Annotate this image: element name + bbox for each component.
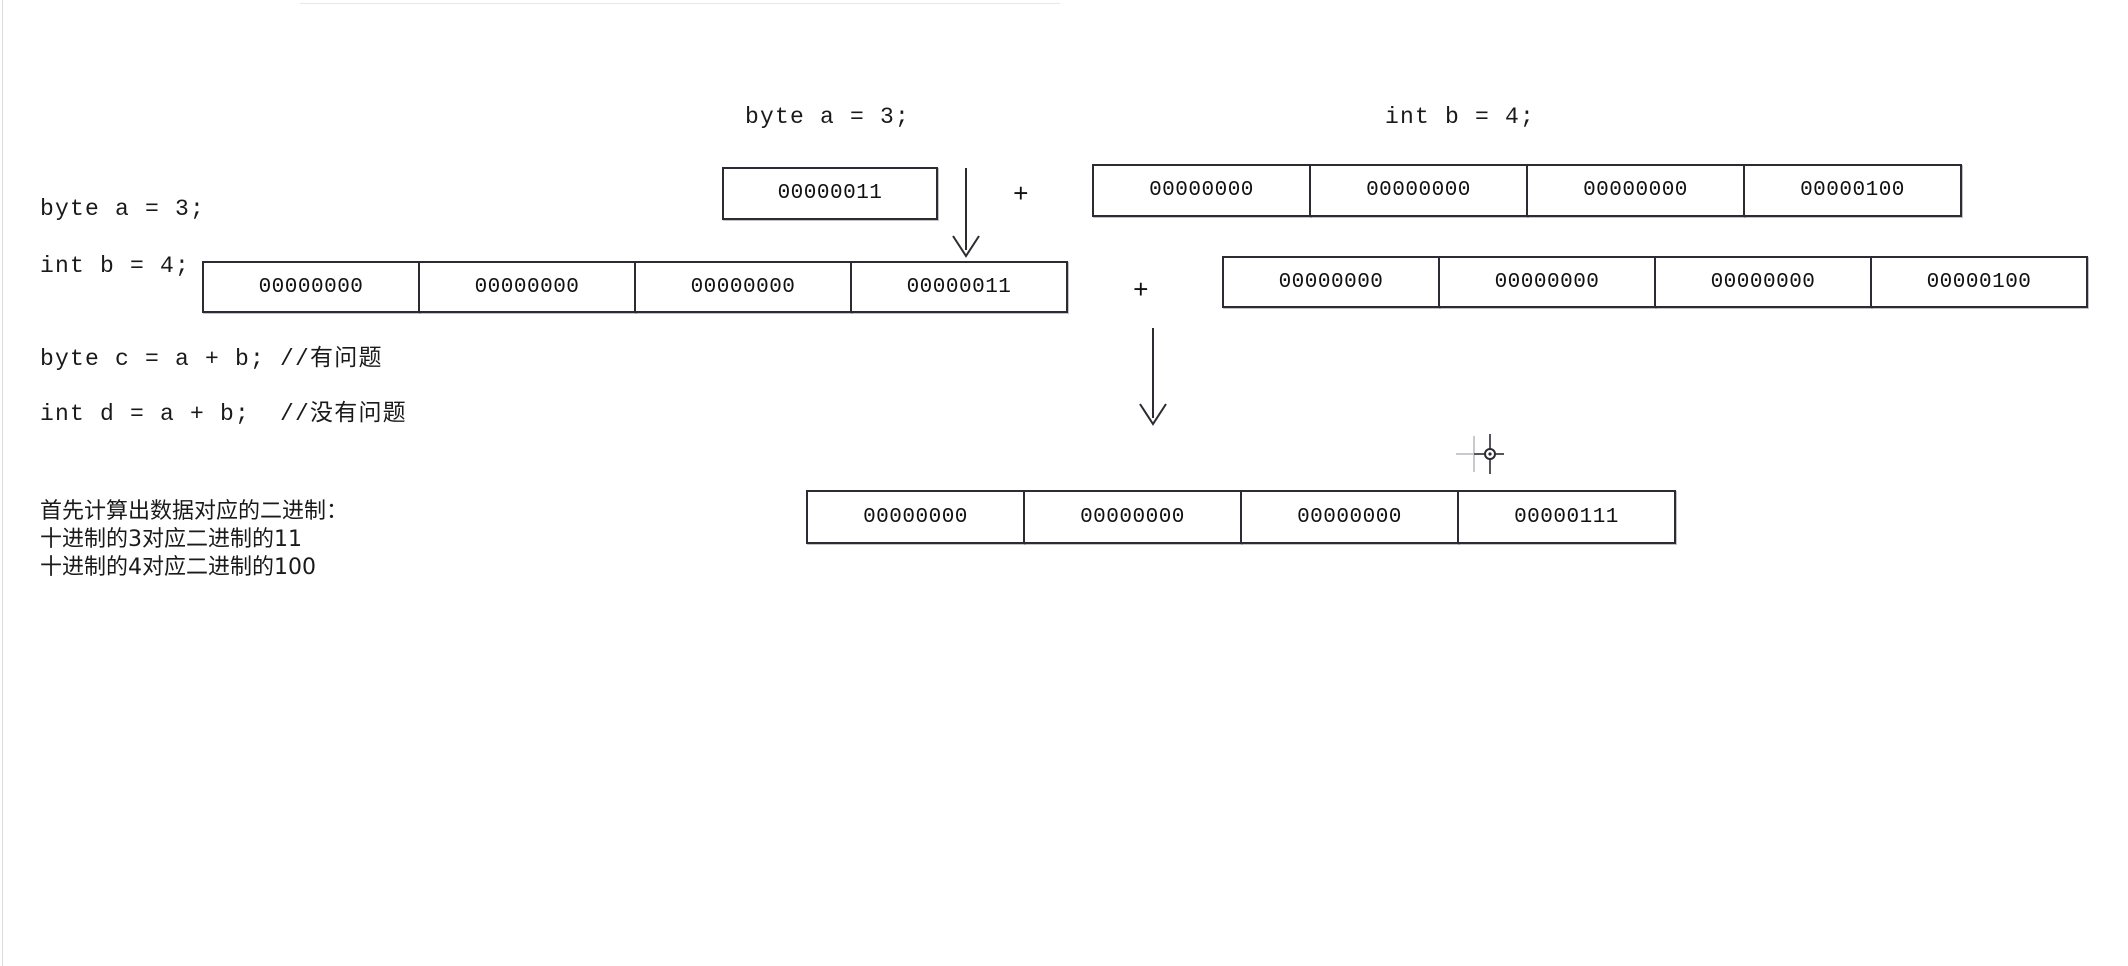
byte-cell: 00000000 [1654, 256, 1872, 308]
page-top-border [300, 3, 1060, 4]
byte-cell: 00000000 [806, 490, 1025, 544]
byte-cell: 00000100 [1870, 256, 2088, 308]
code-line-int-b: int b = 4; [40, 253, 191, 279]
arrow-promote-a [952, 168, 980, 258]
page-left-border [2, 0, 3, 966]
row-b-operand: 00000000 00000000 00000000 00000100 [1222, 256, 2088, 308]
code-line-int-d: int d = a + b; //没有问题 [40, 401, 407, 427]
byte-cell: 00000000 [1309, 164, 1528, 217]
crosshair-cursor-icon [1456, 434, 1504, 474]
byte-cell: 00000111 [1457, 490, 1676, 544]
note-line-2: 十进制的3对应二进制的11 [40, 527, 302, 552]
row-sum-result: 00000000 00000000 00000000 00000111 [806, 490, 1676, 544]
byte-cell: 00000000 [1438, 256, 1656, 308]
byte-cell: 00000011 [850, 261, 1068, 313]
plus-operator-row2: + [1133, 276, 1149, 306]
code-line-byte-c: byte c = a + b; //有问题 [40, 346, 383, 372]
byte-cell: 00000000 [1023, 490, 1242, 544]
byte-cell: 00000000 [202, 261, 420, 313]
byte-cell: 00000000 [1526, 164, 1745, 217]
note-line-3: 十进制的4对应二进制的100 [40, 555, 316, 580]
caption-byte-a: byte a = 3; [745, 104, 911, 130]
code-line-byte-a: byte a = 3; [40, 196, 206, 222]
plus-operator-row1: + [1013, 180, 1029, 210]
byte-cell: 00000000 [418, 261, 636, 313]
byte-cell: 00000011 [722, 167, 938, 220]
byte-cell: 00000000 [1240, 490, 1459, 544]
note-line-1: 首先计算出数据对应的二进制： [40, 499, 349, 524]
byte-cell: 00000000 [634, 261, 852, 313]
caption-int-b: int b = 4; [1385, 104, 1536, 130]
row-b-four-bytes: 00000000 00000000 00000000 00000100 [1092, 164, 1962, 217]
byte-cell: 00000000 [1092, 164, 1311, 217]
row-a-promoted: 00000000 00000000 00000000 00000011 [202, 261, 1068, 313]
row-a-single-byte: 00000011 [722, 167, 938, 220]
byte-cell: 00000000 [1222, 256, 1440, 308]
byte-cell: 00000100 [1743, 164, 1962, 217]
arrow-sum-result [1139, 328, 1167, 426]
